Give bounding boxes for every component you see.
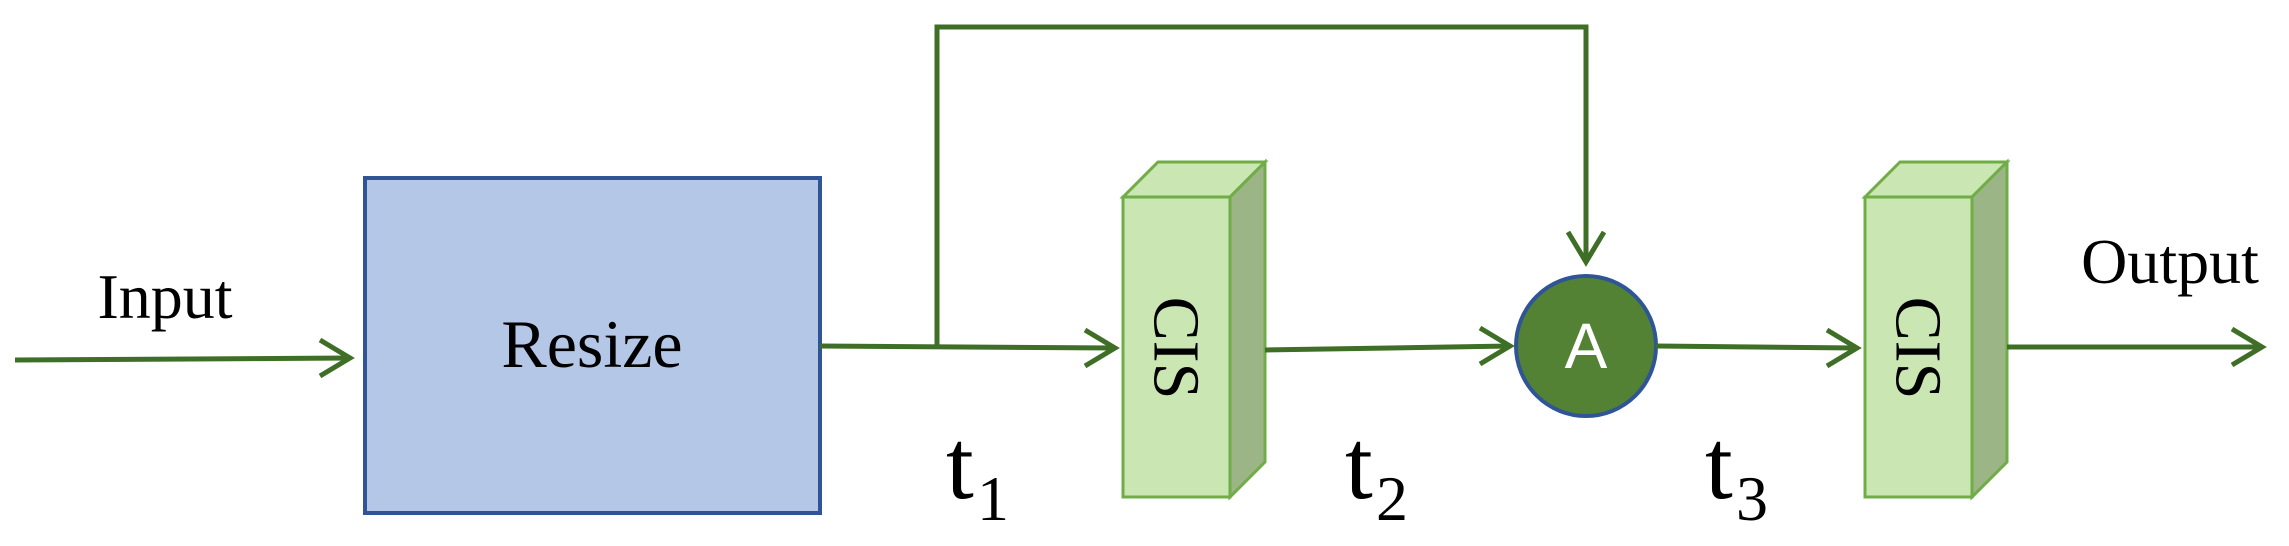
input-label: Input <box>97 261 232 332</box>
input-arrow <box>14 337 355 379</box>
resize-label: Resize <box>501 306 682 382</box>
t3-subscript: 3 <box>1736 463 1768 534</box>
add-node: A <box>1514 274 1658 418</box>
t2-label: t 2 <box>1345 409 1408 534</box>
t1-subscript: 1 <box>977 463 1009 534</box>
t3-base: t <box>1705 409 1733 520</box>
t2-base: t <box>1345 409 1373 520</box>
add-node-label: A <box>1565 310 1608 382</box>
t1-label: t 1 <box>946 409 1009 534</box>
skip-connection-arrow <box>934 24 1607 346</box>
output-arrow <box>2007 326 2267 368</box>
output-label: Output <box>2081 226 2259 297</box>
add-to-cis2-arrow <box>1655 327 1862 369</box>
cis-2-label: CIS <box>1882 297 1955 400</box>
cis1-to-add-arrow <box>1264 325 1515 367</box>
t1-base: t <box>946 409 974 520</box>
cis-block-2: CIS <box>1861 158 2011 501</box>
cis-block-1: CIS <box>1119 158 1269 501</box>
t3-label: t 3 <box>1705 409 1768 534</box>
resize-to-cis1-arrow <box>819 327 1120 369</box>
t2-subscript: 2 <box>1376 463 1408 534</box>
cis-1-label: CIS <box>1140 297 1213 400</box>
resize-block: Resize <box>363 176 822 515</box>
